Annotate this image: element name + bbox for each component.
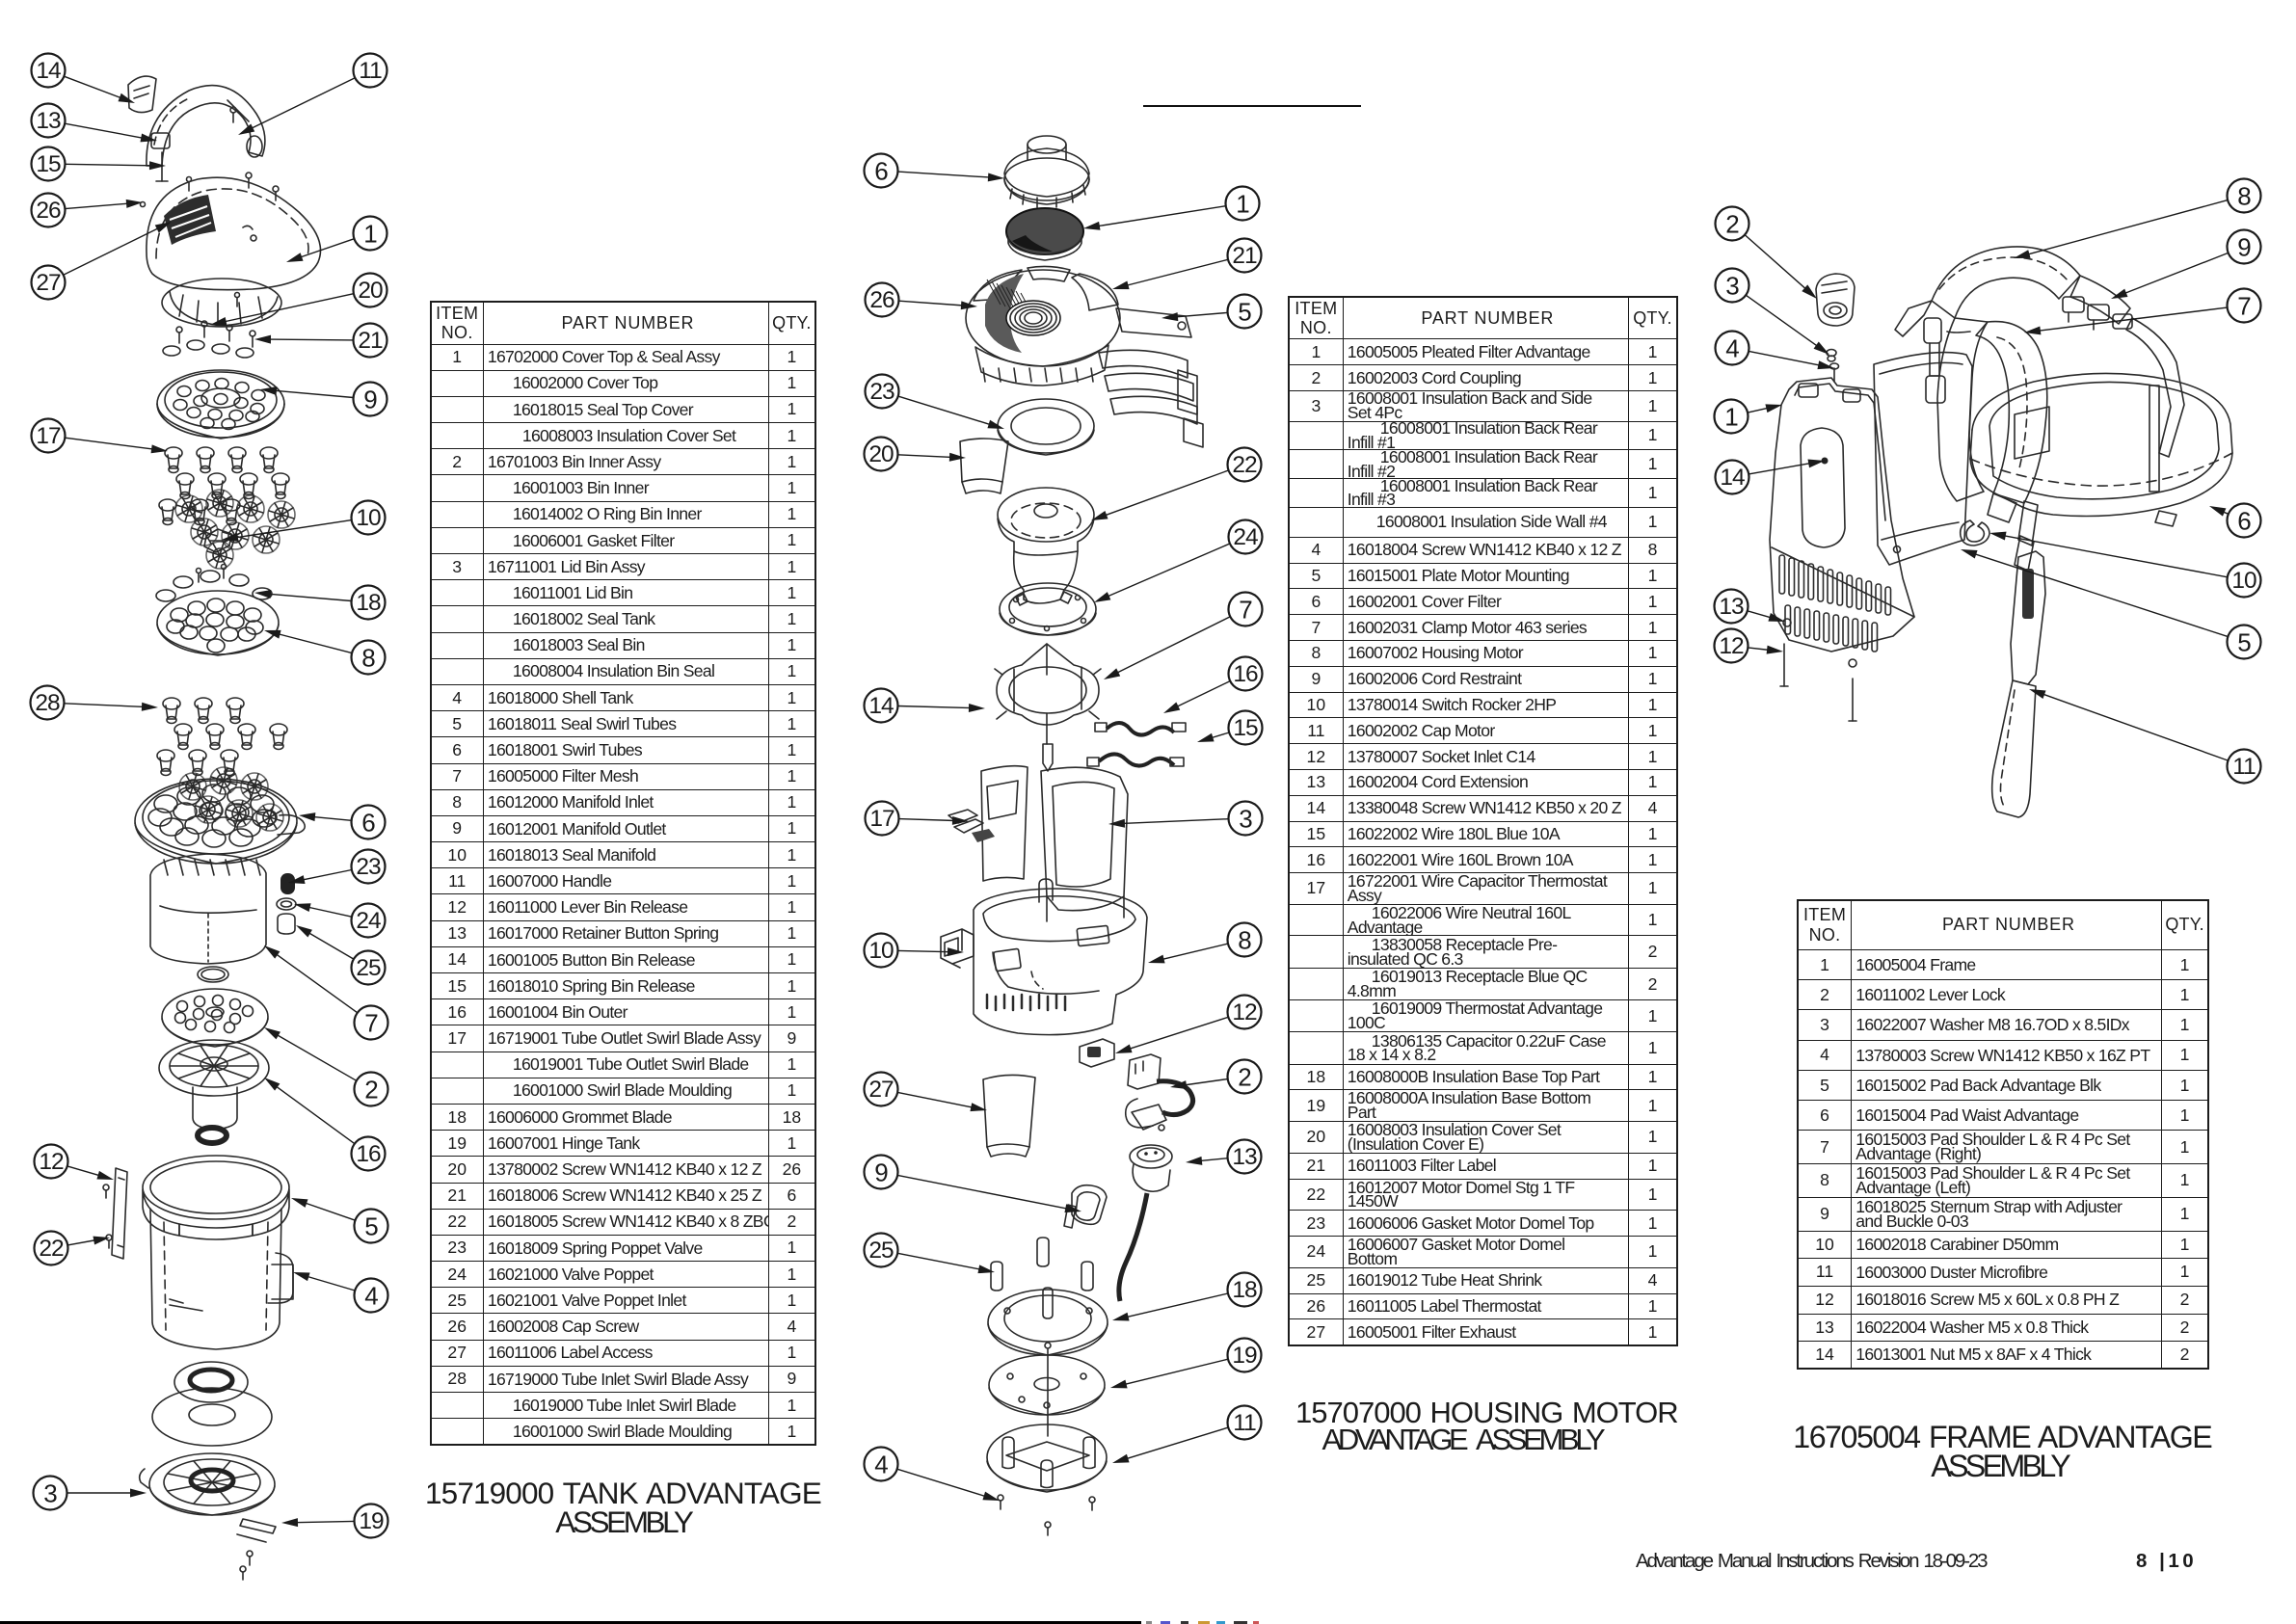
svg-text:13: 13 — [1719, 594, 1744, 620]
svg-text:1: 1 — [363, 220, 377, 249]
svg-text:12: 12 — [1719, 633, 1744, 659]
svg-text:15: 15 — [36, 151, 61, 177]
svg-text:12: 12 — [1232, 999, 1257, 1025]
svg-text:20: 20 — [868, 441, 894, 467]
svg-text:16: 16 — [1233, 661, 1258, 687]
svg-text:10: 10 — [356, 505, 381, 531]
svg-text:25: 25 — [868, 1238, 894, 1264]
svg-text:18: 18 — [1232, 1277, 1257, 1303]
svg-text:2: 2 — [1725, 210, 1739, 239]
svg-text:2: 2 — [1238, 1063, 1251, 1092]
svg-text:27: 27 — [868, 1077, 894, 1103]
svg-text:14: 14 — [868, 693, 894, 719]
svg-text:5: 5 — [364, 1212, 378, 1241]
svg-text:26: 26 — [36, 198, 61, 224]
svg-text:25: 25 — [356, 955, 381, 981]
svg-text:16: 16 — [356, 1141, 381, 1167]
svg-text:24: 24 — [356, 908, 381, 934]
svg-text:5: 5 — [2237, 628, 2251, 657]
svg-text:21: 21 — [1232, 243, 1257, 269]
svg-text:8: 8 — [1238, 926, 1251, 955]
svg-text:8: 8 — [2237, 182, 2251, 211]
svg-text:6: 6 — [874, 157, 888, 186]
svg-text:26: 26 — [869, 287, 894, 313]
svg-text:1: 1 — [1724, 403, 1738, 432]
svg-text:23: 23 — [869, 379, 894, 405]
svg-text:9: 9 — [363, 386, 377, 414]
svg-text:17: 17 — [36, 423, 61, 449]
svg-text:22: 22 — [39, 1236, 64, 1262]
svg-text:11: 11 — [2232, 754, 2256, 780]
svg-text:3: 3 — [1239, 805, 1252, 834]
svg-text:18: 18 — [356, 590, 381, 616]
svg-text:13: 13 — [1232, 1144, 1257, 1170]
svg-text:22: 22 — [1232, 452, 1257, 478]
svg-text:24: 24 — [1233, 524, 1258, 550]
svg-text:27: 27 — [36, 270, 61, 296]
svg-text:7: 7 — [364, 1009, 378, 1038]
svg-text:21: 21 — [358, 328, 383, 354]
svg-text:17: 17 — [869, 806, 894, 832]
svg-text:10: 10 — [868, 938, 894, 964]
svg-text:3: 3 — [1725, 272, 1739, 301]
svg-text:20: 20 — [358, 278, 383, 304]
svg-text:6: 6 — [2237, 507, 2251, 536]
svg-text:13: 13 — [36, 108, 61, 134]
svg-text:23: 23 — [356, 854, 381, 880]
svg-text:15: 15 — [1233, 715, 1258, 741]
svg-text:11: 11 — [359, 58, 382, 84]
svg-text:28: 28 — [35, 690, 60, 716]
svg-text:4: 4 — [874, 1451, 888, 1479]
svg-text:11: 11 — [1233, 1410, 1256, 1436]
svg-text:3: 3 — [43, 1479, 57, 1508]
svg-text:7: 7 — [1239, 596, 1252, 625]
svg-text:14: 14 — [1720, 465, 1745, 491]
svg-text:4: 4 — [1725, 334, 1739, 363]
svg-text:10: 10 — [2231, 568, 2256, 594]
svg-text:1: 1 — [1236, 190, 1249, 219]
svg-text:5: 5 — [1238, 298, 1251, 327]
svg-text:7: 7 — [2237, 292, 2251, 321]
svg-text:19: 19 — [359, 1508, 384, 1534]
svg-text:6: 6 — [361, 809, 375, 838]
svg-text:2: 2 — [364, 1076, 378, 1105]
svg-text:9: 9 — [874, 1158, 888, 1187]
svg-text:12: 12 — [39, 1149, 64, 1175]
svg-text:4: 4 — [364, 1282, 378, 1311]
svg-text:19: 19 — [1232, 1343, 1257, 1369]
svg-text:14: 14 — [36, 58, 61, 84]
svg-text:9: 9 — [2237, 233, 2251, 262]
svg-text:8: 8 — [361, 644, 375, 673]
